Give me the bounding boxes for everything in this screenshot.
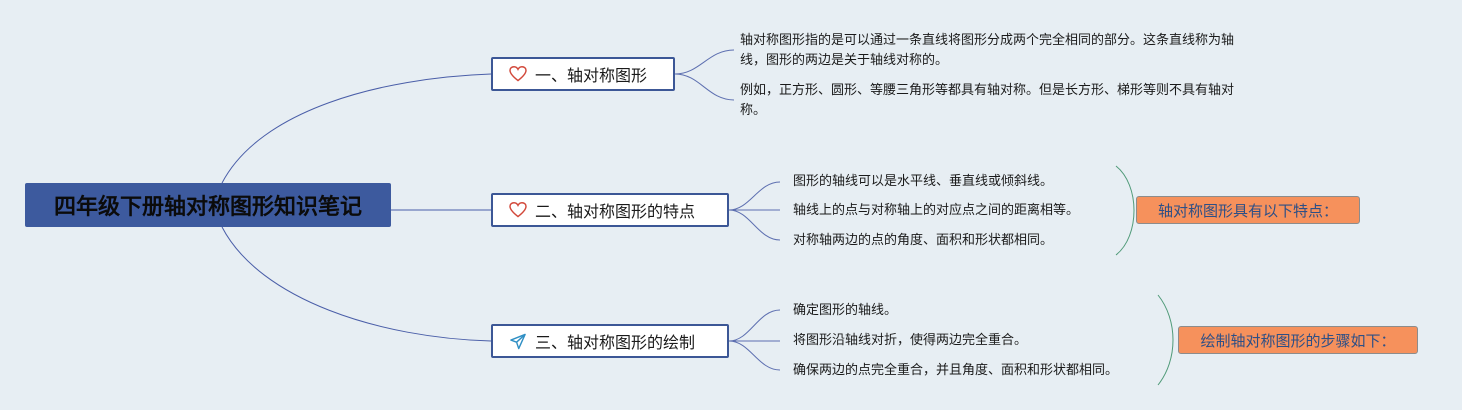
branch-drawing[interactable]: 三、轴对称图形的绘制: [491, 324, 729, 358]
heart-icon: [509, 202, 527, 218]
summary-label: 轴对称图形具有以下特点：: [1157, 201, 1338, 220]
paper-plane-icon: [510, 333, 526, 349]
connector-root-branch-3: [221, 226, 492, 342]
connector-leaf-2-3: [728, 209, 781, 241]
leaf-step-axis: 确定图形的轴线。: [793, 303, 898, 318]
branch-label: 二、轴对称图形的特点: [535, 202, 696, 221]
branch-features[interactable]: 二、轴对称图形的特点: [491, 193, 729, 227]
leaf-examples: 例如，正方形、圆形、等腰三角形等都具有轴对称。但是长方形、梯形等则不具有轴对称。: [740, 83, 1235, 118]
branch-label: 一、轴对称图形: [535, 66, 648, 85]
branch-label: 三、轴对称图形的绘制: [535, 333, 696, 352]
connector-root-branch-1: [221, 73, 492, 184]
leaf-step-check: 确保两边的点完全重合，并且角度、面积和形状都相同。: [793, 363, 1119, 378]
summary-features[interactable]: 轴对称图形具有以下特点：: [1136, 196, 1360, 224]
brace-branch-2: [1115, 165, 1135, 256]
branch-axis-symmetric-figure[interactable]: 一、轴对称图形: [491, 57, 675, 91]
leaf-step-fold: 将图形沿轴线对折，使得两边完全重合。: [793, 333, 1028, 348]
summary-drawing-steps[interactable]: 绘制轴对称图形的步骤如下：: [1178, 326, 1418, 354]
root-topic[interactable]: 四年级下册轴对称图形知识笔记: [25, 183, 391, 227]
connector-leaf-1-2: [674, 73, 735, 101]
heart-icon: [509, 66, 527, 82]
leaf-feature-axis: 图形的轴线可以是水平线、垂直线或倾斜线。: [793, 174, 1054, 189]
connector-leaf-3-1: [728, 309, 781, 342]
summary-label: 绘制轴对称图形的步骤如下：: [1200, 331, 1396, 350]
leaf-definition: 轴对称图形指的是可以通过一条直线将图形分成两个完全相同的部分。这条直线称为轴线，…: [740, 33, 1235, 68]
connector-leaf-1-1: [674, 49, 735, 75]
brace-branch-3: [1157, 294, 1174, 386]
connector-leaf-3-3: [728, 340, 781, 371]
root-title: 四年级下册轴对称图形知识笔记: [53, 195, 362, 220]
connector-leaf-2-1: [728, 181, 781, 211]
leaf-feature-same: 对称轴两边的点的角度、面积和形状都相同。: [793, 233, 1054, 248]
leaf-feature-distance: 轴线上的点与对称轴上的对应点之间的距离相等。: [793, 203, 1080, 218]
